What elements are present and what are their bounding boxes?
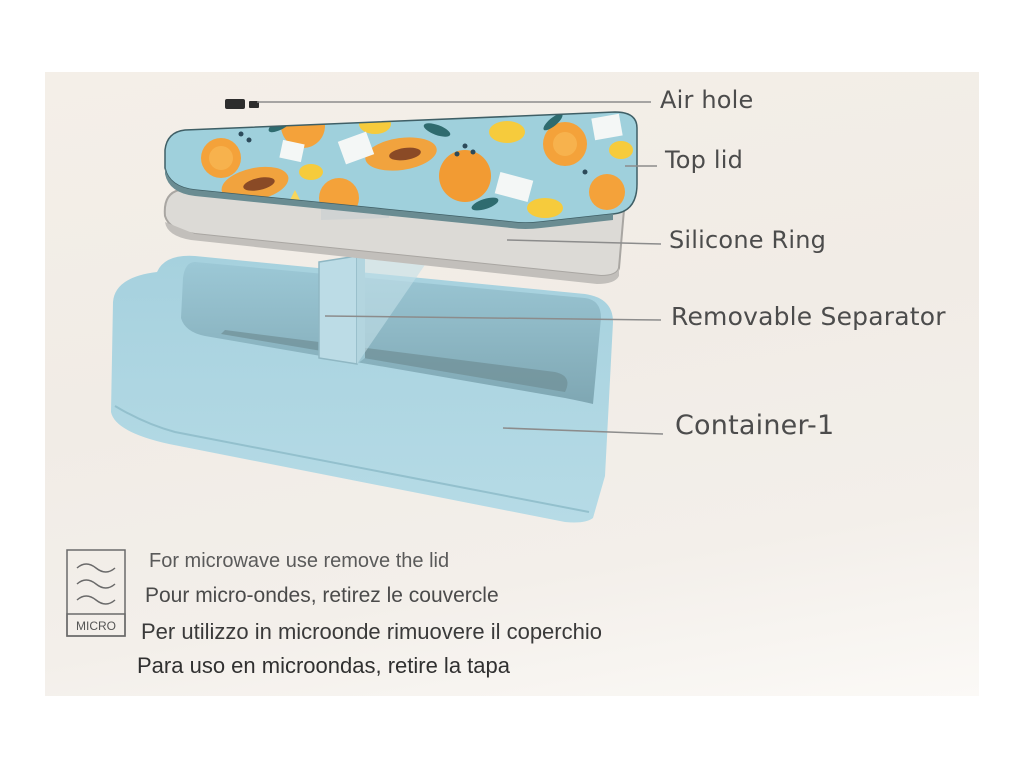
microwave-icon-label: MICRO (76, 619, 116, 633)
product-diagram-photo: MICRO Air hole Top lid Silicone Ring Rem… (45, 72, 979, 696)
microwave-waves-icon: MICRO (66, 549, 126, 637)
container-label: Container-1 (675, 410, 835, 441)
exploded-lunchbox-diagram: MICRO (66, 99, 664, 637)
silicone-ring-label: Silicone Ring (669, 226, 827, 254)
air-hole-tab-icon (225, 99, 245, 109)
top-lid (164, 99, 638, 229)
leader-lines (257, 101, 664, 435)
air-hole-label: Air hole (660, 86, 754, 114)
instruction-spanish: Para uso en microondas, retire la tapa (137, 653, 510, 678)
instruction-french: Pour micro-ondes, retirez le couvercle (145, 584, 499, 607)
top-lid-label: Top lid (665, 146, 744, 174)
removable-separator-label: Removable Separator (671, 302, 946, 331)
instruction-english: For microwave use remove the lid (149, 550, 450, 572)
container-body (111, 255, 613, 523)
instruction-italian: Per utilizzo in microonde rimuovere il c… (141, 619, 602, 644)
